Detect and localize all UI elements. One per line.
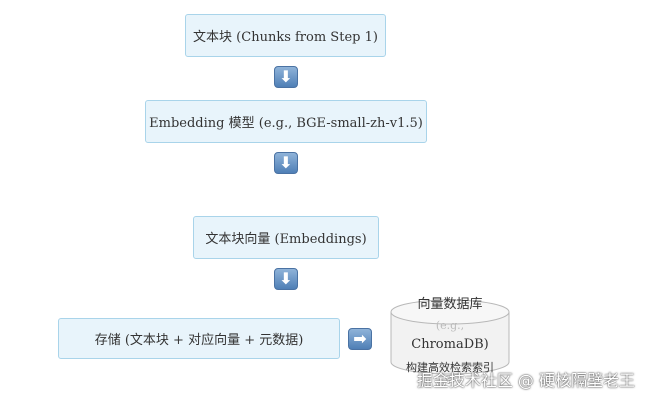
embeddings-label: 文本块向量 (Embeddings) [205, 232, 367, 247]
database-subtitle: 构建高效检索索引 [406, 361, 494, 374]
store-label: 存储 (文本块 + 对应向量 + 元数据) [94, 333, 304, 348]
database-title: 向量数据库 [417, 297, 483, 312]
database-name: ChromaDB) [411, 337, 489, 352]
database-example: (e.g., [435, 319, 465, 332]
database-cylinder-shape [390, 299, 510, 375]
database-subtitle-overflow: 引 [445, 376, 455, 386]
store-node: 存储 (文本块 + 对应向量 + 元数据) [58, 318, 340, 359]
vector-database-node: 向量数据库 (e.g., ChromaDB) 构建高效检索索引 引 [388, 292, 512, 386]
embeddings-node: 文本块向量 (Embeddings) [193, 216, 379, 259]
arrow-down-icon: ⬇ [274, 152, 298, 174]
chunks-label: 文本块 (Chunks from Step 1) [193, 30, 378, 45]
embedding-model-node: Embedding 模型 (e.g., BGE-small-zh-v1.5) [145, 100, 427, 143]
chunks-node: 文本块 (Chunks from Step 1) [185, 14, 386, 57]
arrow-down-icon: ⬇ [274, 268, 298, 290]
arrow-right-icon: ➡ [348, 328, 372, 350]
arrow-down-icon: ⬇ [274, 66, 298, 88]
watermark: 掘金技术社区 @ 硬核隔壁老王 [416, 371, 635, 390]
embedding-model-label: Embedding 模型 (e.g., BGE-small-zh-v1.5) [149, 116, 423, 131]
